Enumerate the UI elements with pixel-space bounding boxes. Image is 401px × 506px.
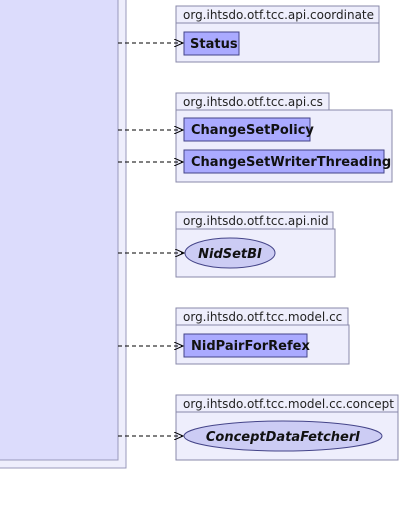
class-node[interactable]: ChangeSetPolicy [183, 117, 314, 142]
class-name: NidPairForRefex [191, 339, 310, 354]
class-box [183, 31, 240, 56]
source-inner-box [0, 0, 119, 461]
class-name: ChangeSetWriterThreading [191, 155, 391, 170]
class-node[interactable]: Status [183, 31, 240, 56]
interface-name: ConceptDataFetcherI [206, 430, 360, 445]
package-name: org.ihtsdo.otf.tcc.model.cc [183, 310, 342, 324]
class-name: Status [190, 37, 238, 52]
interface-ellipse [184, 237, 276, 269]
interface-ellipse [183, 420, 383, 452]
class-name: ChangeSetPolicy [191, 123, 314, 138]
package-name: org.ihtsdo.otf.tcc.api.cs [183, 95, 323, 109]
class-node[interactable]: NidPairForRefex [183, 333, 310, 358]
package-model-cc-concept[interactable]: org.ihtsdo.otf.tcc.model.cc.concept Conc… [175, 394, 399, 461]
source-element [0, 0, 127, 469]
interface-node[interactable]: ConceptDataFetcherI [183, 420, 383, 452]
dependency-arrows [118, 43, 184, 436]
package-name: org.ihtsdo.otf.tcc.api.coordinate [183, 8, 374, 22]
package-api-cs[interactable]: org.ihtsdo.otf.tcc.api.cs ChangeSetPolic… [175, 92, 393, 183]
interface-name: NidSetBI [198, 247, 262, 262]
class-box [183, 117, 311, 142]
class-box [183, 333, 308, 358]
class-node[interactable]: ChangeSetWriterThreading [183, 149, 391, 174]
package-api-coordinate[interactable]: org.ihtsdo.otf.tcc.api.coordinate Status [175, 5, 380, 63]
interface-node[interactable]: NidSetBI [184, 237, 276, 269]
package-name: org.ihtsdo.otf.tcc.api.nid [183, 214, 329, 228]
class-box [183, 149, 385, 174]
package-api-nid[interactable]: org.ihtsdo.otf.tcc.api.nid NidSetBI [175, 211, 336, 278]
package-name: org.ihtsdo.otf.tcc.model.cc.concept [183, 397, 394, 411]
package-model-cc[interactable]: org.ihtsdo.otf.tcc.model.cc NidPairForRe… [175, 307, 350, 365]
